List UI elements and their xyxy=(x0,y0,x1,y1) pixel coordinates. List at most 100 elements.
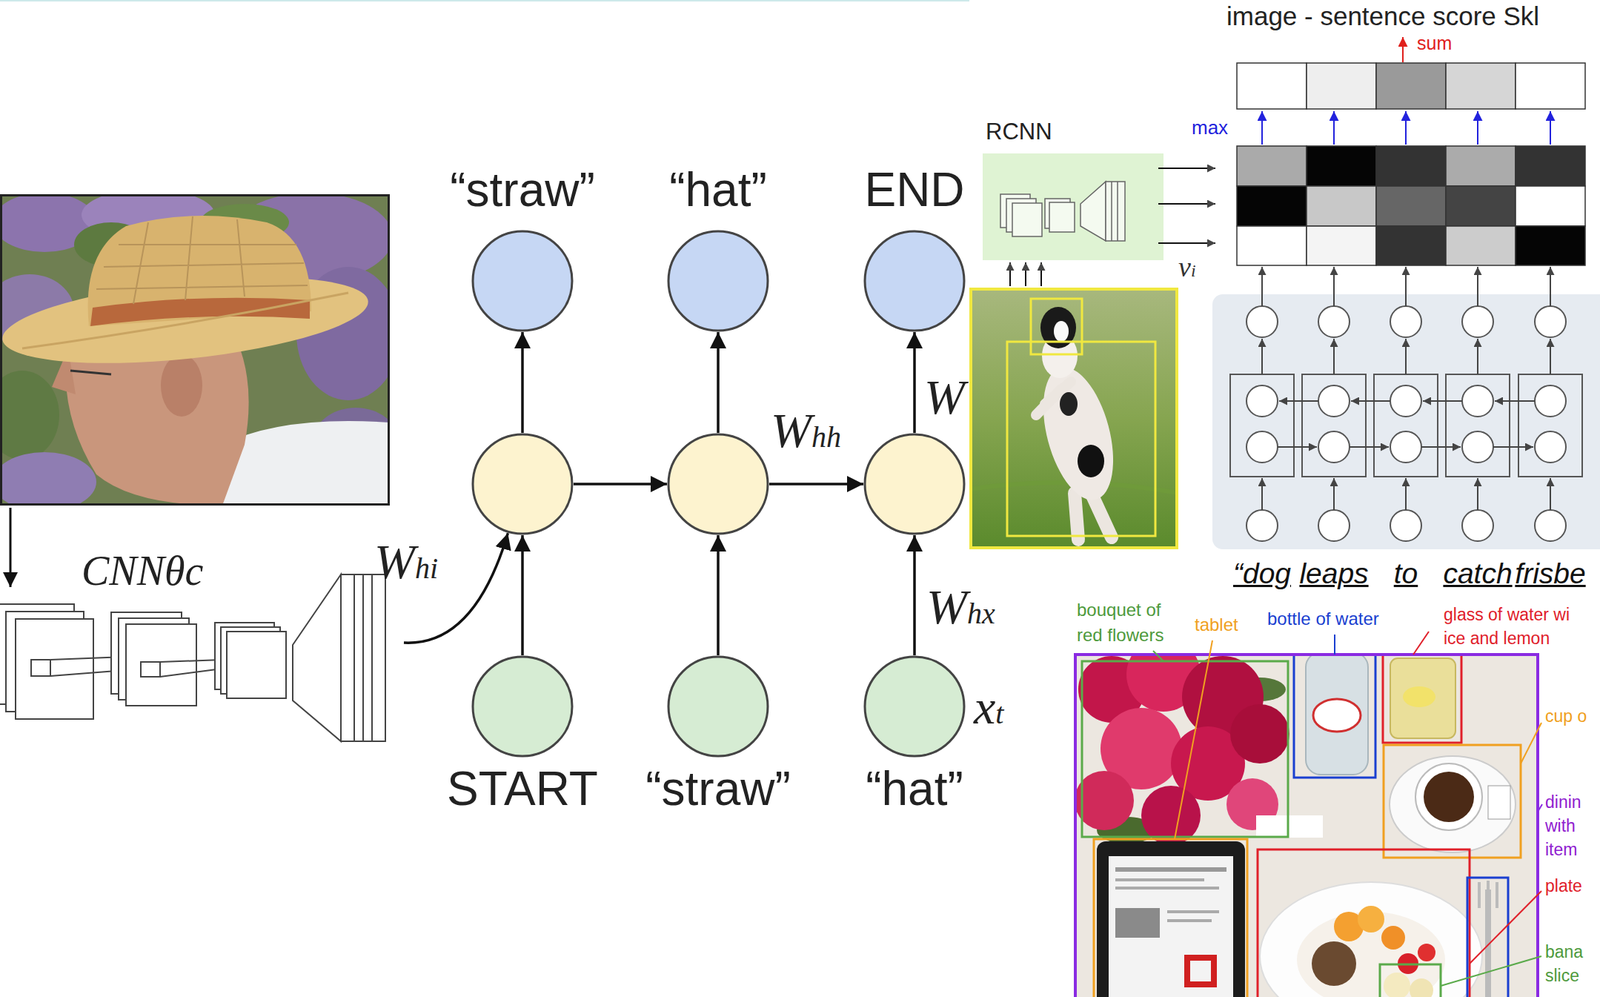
cnn-drawing xyxy=(0,574,386,742)
brnn-panel xyxy=(1212,266,1600,550)
photo-table xyxy=(1423,771,1475,822)
feature-arrows xyxy=(1158,203,1216,205)
photo-table xyxy=(1409,978,1434,997)
brnn-panel xyxy=(1445,266,1510,541)
sum-arrow xyxy=(1402,37,1404,63)
score-matrix xyxy=(1445,145,1516,187)
connector-arrow xyxy=(403,532,508,643)
photo-table xyxy=(1081,661,1289,837)
score-bar xyxy=(1236,62,1307,109)
feature-arrows xyxy=(1040,262,1042,287)
circle-outline xyxy=(668,434,768,534)
cnn-drawing xyxy=(31,659,51,676)
connector-arrow xyxy=(716,535,720,656)
annotation-label: cup o xyxy=(1545,706,1587,726)
photo-table xyxy=(1415,763,1483,831)
photo-table xyxy=(1230,704,1290,764)
feature-arrows xyxy=(1010,168,1216,287)
score-matrix xyxy=(1515,226,1586,266)
connector-arrow xyxy=(573,482,667,486)
photo-table xyxy=(1305,652,1369,775)
score-bar xyxy=(1306,62,1377,109)
cnn-drawing xyxy=(354,574,373,742)
photo-table xyxy=(1390,658,1456,739)
circle-outline xyxy=(864,231,965,331)
circle-shape xyxy=(666,432,770,536)
score-matrix xyxy=(1306,226,1377,266)
score-bar xyxy=(1515,62,1586,109)
brnn-panel xyxy=(1493,446,1534,448)
photo-dog xyxy=(970,289,1177,548)
connector-arrow xyxy=(769,482,864,486)
circle-shape xyxy=(863,655,966,758)
photo-table xyxy=(1093,838,1248,997)
score-matrix xyxy=(1236,186,1307,227)
circle-outline xyxy=(668,231,768,331)
leader-lines xyxy=(1174,640,1213,839)
photo-table xyxy=(1381,925,1406,950)
cnn-drawing xyxy=(140,661,161,677)
photo-man-hat xyxy=(88,215,312,327)
circle-shape xyxy=(863,432,966,536)
score-bar xyxy=(1445,62,1516,109)
top-rule xyxy=(0,0,970,2)
photo-table xyxy=(1313,698,1361,732)
rcnn-drawing xyxy=(1049,202,1075,232)
photo-table xyxy=(1115,886,1220,890)
cnn-drawing xyxy=(340,574,386,742)
photo-table xyxy=(1167,910,1220,914)
photo-table xyxy=(1115,878,1205,882)
hidden-node xyxy=(666,432,770,536)
photo-table xyxy=(1073,652,1540,997)
weight-label: W xyxy=(924,370,965,425)
feature-arrows xyxy=(1158,167,1216,169)
cnn-drawing xyxy=(125,623,197,706)
rcnn-drawing xyxy=(1012,203,1042,237)
circle-outline xyxy=(864,656,965,756)
photo-table xyxy=(1108,855,1234,997)
leader-lines xyxy=(1153,650,1164,662)
photo-table xyxy=(1467,877,1509,997)
annotation-label: bouquet of red flowers xyxy=(1076,597,1177,647)
max-arrows xyxy=(1261,111,1263,145)
photo-man-hat xyxy=(96,216,308,304)
leader-lines xyxy=(1440,955,1542,986)
leader-lines xyxy=(1413,631,1429,655)
leader-lines xyxy=(1520,722,1542,764)
input-node: “hat” xyxy=(863,655,966,758)
photo-man-hat xyxy=(22,292,349,349)
leader-lines xyxy=(1537,804,1543,812)
annotation-label: bana slice xyxy=(1545,939,1589,988)
flow-arrow xyxy=(9,507,12,587)
annotation-label: dinin with item xyxy=(1545,789,1589,862)
photo-table xyxy=(1257,849,1470,997)
feature-arrows xyxy=(1158,242,1216,244)
cnn-drawing xyxy=(15,618,94,719)
brnn-panel xyxy=(1349,446,1389,448)
annotation-label: image - sentence score Skl xyxy=(1226,1,1540,32)
token-label: START xyxy=(446,761,599,817)
photo-man-hat xyxy=(70,370,112,375)
max-arrows xyxy=(1405,111,1407,145)
photo-table xyxy=(1115,867,1227,872)
photo-table xyxy=(1075,654,1538,997)
photo-table xyxy=(1074,770,1134,831)
photo-table xyxy=(1256,815,1323,838)
input-node: START xyxy=(471,655,574,758)
photo-table xyxy=(1488,785,1511,819)
photo-dog xyxy=(1030,359,1127,507)
sentence-word: leaps xyxy=(1299,557,1369,591)
connector-arrow xyxy=(913,332,916,433)
photo-dog xyxy=(969,287,1179,550)
brnn-panel xyxy=(1302,266,1366,541)
max-arrows xyxy=(1476,111,1479,145)
annotation-label: plate xyxy=(1545,875,1583,896)
weight-label: Whh xyxy=(770,403,842,458)
annotation-label: tablet xyxy=(1194,614,1239,636)
circle-shape xyxy=(471,229,574,333)
token-label: END xyxy=(864,163,965,218)
connector-arrow xyxy=(716,332,720,433)
block-heading: CNNθc xyxy=(81,546,204,595)
